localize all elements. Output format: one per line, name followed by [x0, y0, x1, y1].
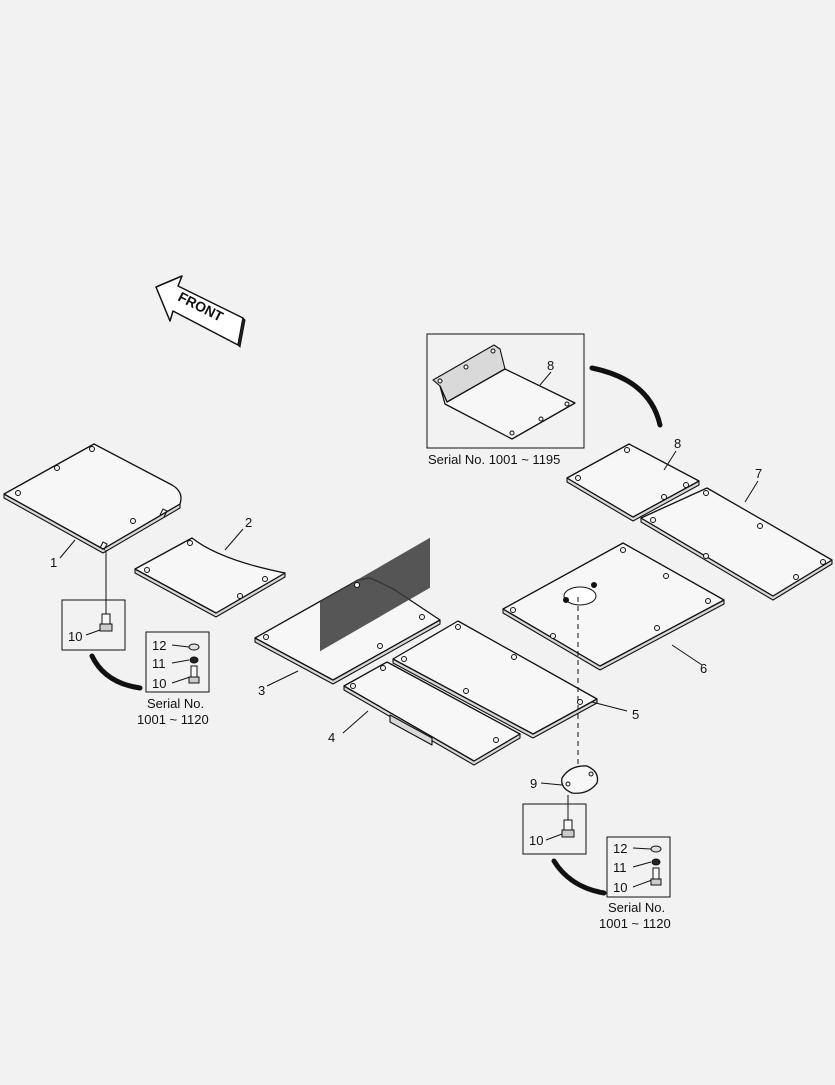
bent-cover-plate-8 — [432, 344, 576, 440]
detail-callout-8-label: 8 — [547, 358, 554, 373]
cover-plate-9 — [561, 765, 599, 794]
variant-left-washer-label: 12 — [152, 638, 166, 653]
variant-left-bolt-label: 10 — [152, 676, 166, 691]
callout-5: 5 — [591, 701, 639, 722]
bolt-right-label: 10 — [529, 833, 543, 848]
washer-icon — [650, 845, 662, 853]
variant-left-serial-line2: 1001 ~ 1120 — [137, 712, 209, 727]
lock-washer-icon — [651, 858, 661, 866]
cover-plate-2 — [134, 537, 286, 618]
cover-plate-8 — [566, 443, 700, 522]
variant-right-serial-line2: 1001 ~ 1120 — [599, 916, 671, 931]
callout-6-label: 6 — [700, 661, 707, 676]
detail-box-8 — [426, 333, 585, 449]
perforated-cover-plate-3 — [254, 537, 441, 685]
front-arrow-icon: FRONT — [155, 275, 246, 349]
cover-plate-7 — [640, 487, 833, 601]
bolt-icon — [188, 665, 200, 684]
callout-3: 3 — [258, 670, 299, 698]
variant-right-serial-line1: Serial No. — [608, 900, 665, 915]
callout-3-label: 3 — [258, 683, 265, 698]
callout-5-label: 5 — [632, 707, 639, 722]
callout-6: 6 — [671, 644, 707, 676]
lock-washer-icon — [189, 656, 199, 664]
variant-right-washer-label: 12 — [613, 841, 627, 856]
callout-8-label: 8 — [674, 436, 681, 451]
bolt-box-right — [522, 803, 587, 855]
bolt-icon — [561, 819, 575, 838]
callout-7-label: 7 — [755, 466, 762, 481]
callout-9-label: 9 — [530, 776, 537, 791]
callout-4: 4 — [328, 710, 369, 745]
cover-plate-6 — [502, 542, 725, 671]
variant-left-lockwasher-label: 11 — [152, 656, 166, 671]
washer-icon — [188, 643, 200, 651]
perforation-grid — [320, 537, 430, 652]
callout-1: 1 — [50, 539, 76, 570]
detail-serial-label: Serial No. 1001 ~ 1195 — [428, 452, 560, 467]
variant-box-right — [606, 836, 671, 898]
variant-right-bolt-label: 10 — [613, 880, 627, 895]
variant-right-lockwasher-label: 11 — [613, 860, 627, 875]
detail-arrow — [589, 365, 663, 428]
bolt-icon — [99, 613, 113, 632]
cover-plate-1 — [3, 443, 182, 554]
bolt-icon — [650, 867, 662, 886]
callout-9: 9 — [530, 776, 563, 791]
callout-8: 8 — [663, 436, 681, 471]
bolt-box-left — [61, 599, 126, 651]
variant-left-serial-line1: Serial No. — [147, 696, 204, 711]
access-opening — [563, 586, 597, 606]
bolt-left-label: 10 — [68, 629, 82, 644]
callout-2-label: 2 — [245, 515, 252, 530]
variant-box-left — [145, 631, 210, 693]
cover-plate-4 — [343, 661, 521, 766]
variant-arrow-left — [89, 653, 143, 691]
callout-4-label: 4 — [328, 730, 335, 745]
callout-2: 2 — [224, 515, 252, 551]
callout-1-label: 1 — [50, 555, 57, 570]
callout-7: 7 — [744, 466, 762, 503]
variant-arrow-right — [551, 858, 607, 896]
